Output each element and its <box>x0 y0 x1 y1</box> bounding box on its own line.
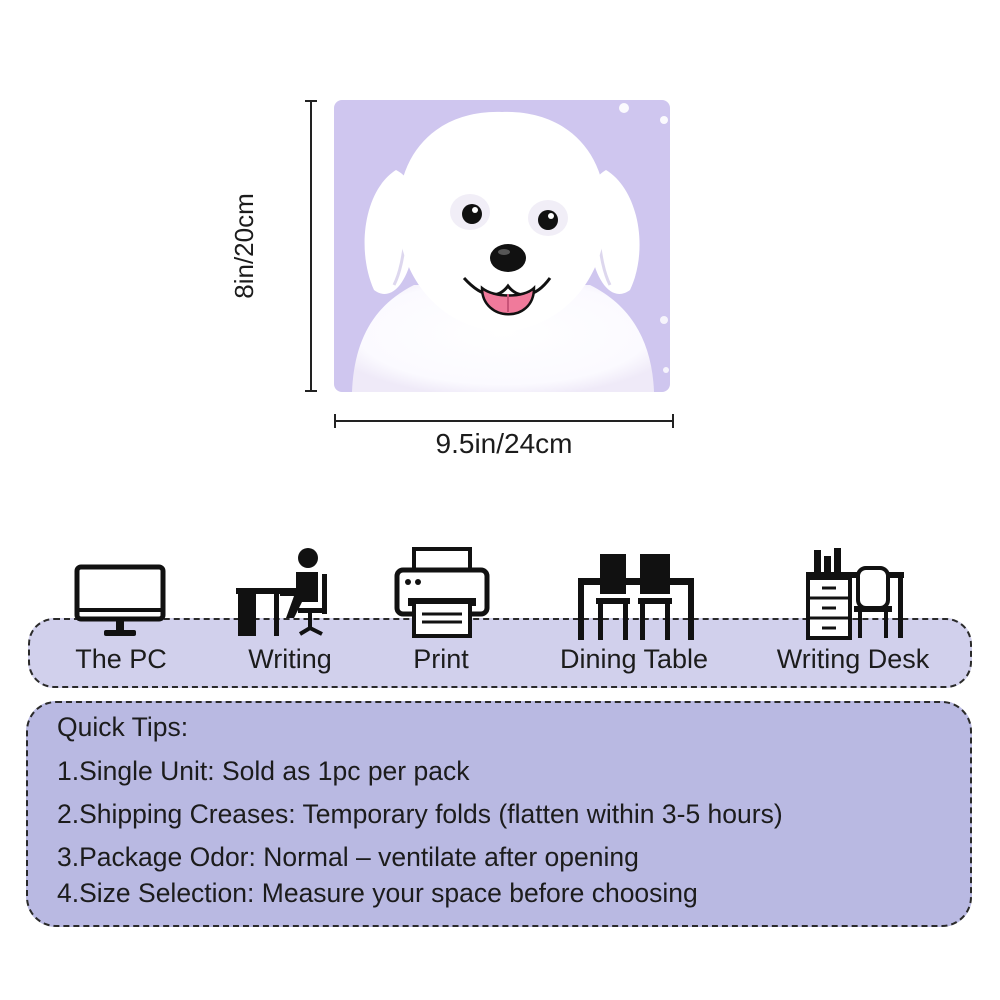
nose <box>490 244 526 272</box>
usage-label-dining-table: Dining Table <box>559 644 709 674</box>
writing-desk-icon <box>806 548 904 640</box>
person-at-desk-icon <box>236 548 327 636</box>
tip-item: 1.Single Unit: Sold as 1pc per pack <box>57 756 470 786</box>
usage-label-writing-desk: Writing Desk <box>776 644 930 674</box>
usage-label-pc: The PC <box>75 644 167 674</box>
tip-item: 4.Size Selection: Measure your space bef… <box>57 878 698 908</box>
usage-label-print: Print <box>413 644 469 674</box>
height-label: 8in/20cm <box>229 193 259 299</box>
puppy-illustration <box>334 100 670 392</box>
tip-item: 2.Shipping Creases: Temporary folds (fla… <box>57 799 783 829</box>
tips-title: Quick Tips: <box>57 712 189 742</box>
printer-icon <box>394 547 490 638</box>
height-dimension-line <box>305 100 317 392</box>
tip-item: 3.Package Odor: Normal – ventilate after… <box>57 842 639 872</box>
product-image <box>334 100 670 392</box>
dining-table-icon <box>578 554 694 640</box>
left-eye <box>462 204 482 224</box>
quick-tips-panel <box>26 701 972 927</box>
computer-monitor-icon <box>74 564 166 636</box>
width-label: 9.5in/24cm <box>435 428 573 459</box>
width-dimension-line <box>334 414 674 428</box>
usage-label-writing: Writing <box>248 644 332 674</box>
right-eye <box>538 210 558 230</box>
